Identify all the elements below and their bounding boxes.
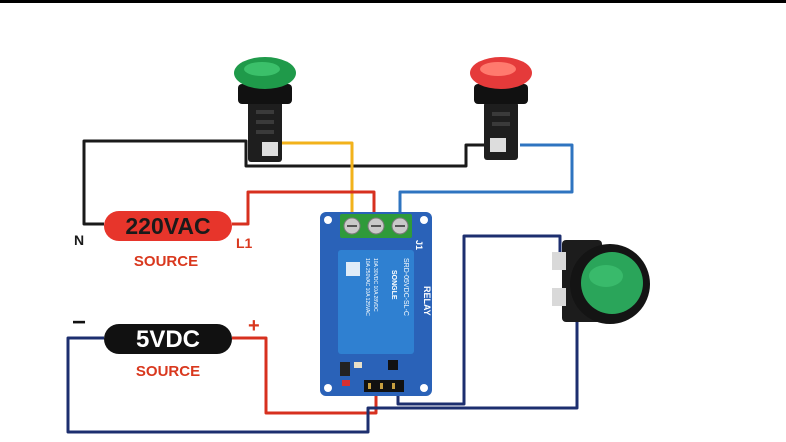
relay-model-text: SRD-05VDC-SL-C (402, 258, 409, 316)
wire-dc-negative-navy (66, 322, 579, 434)
dc-minus-label: − (72, 309, 86, 336)
relay-rating-2: 10A 30VDC 10A 28VDC (372, 258, 378, 312)
relay-rating-1: 10A 250VAC 10A 125VAC (364, 258, 370, 316)
line-l1-label: L1 (236, 235, 253, 251)
relay-header-label: J1 (414, 240, 424, 250)
dc-source-value: 5VDC (136, 326, 200, 353)
ac-source-label: 220VAC (104, 211, 232, 241)
wire-yellow (280, 141, 354, 216)
dc-source-label: 5VDC (104, 324, 232, 354)
dc-plus-label: + (248, 315, 260, 337)
relay-brand-text: SONGLE (390, 270, 397, 300)
wire-blue (398, 143, 574, 216)
neutral-label: N (74, 232, 84, 248)
green-push-button-icon (552, 240, 650, 324)
red-indicator-lamp-icon (470, 57, 532, 160)
relay-board-label: RELAY (422, 286, 432, 316)
ac-source-caption: SOURCE (134, 253, 198, 270)
dc-source-caption: SOURCE (136, 363, 200, 380)
wire-l1-red (232, 190, 376, 226)
wire-dc-positive-red (232, 336, 378, 415)
top-border (0, 0, 786, 3)
green-indicator-lamp-icon (234, 57, 296, 162)
wire-neutral-black (82, 139, 492, 226)
relay-module-icon: J1 RELAY SRD-05VDC-SL-C SONGLE 10A 250VA… (320, 212, 432, 396)
wire-signal-navy (396, 234, 562, 406)
ac-source-value: 220VAC (125, 213, 210, 239)
